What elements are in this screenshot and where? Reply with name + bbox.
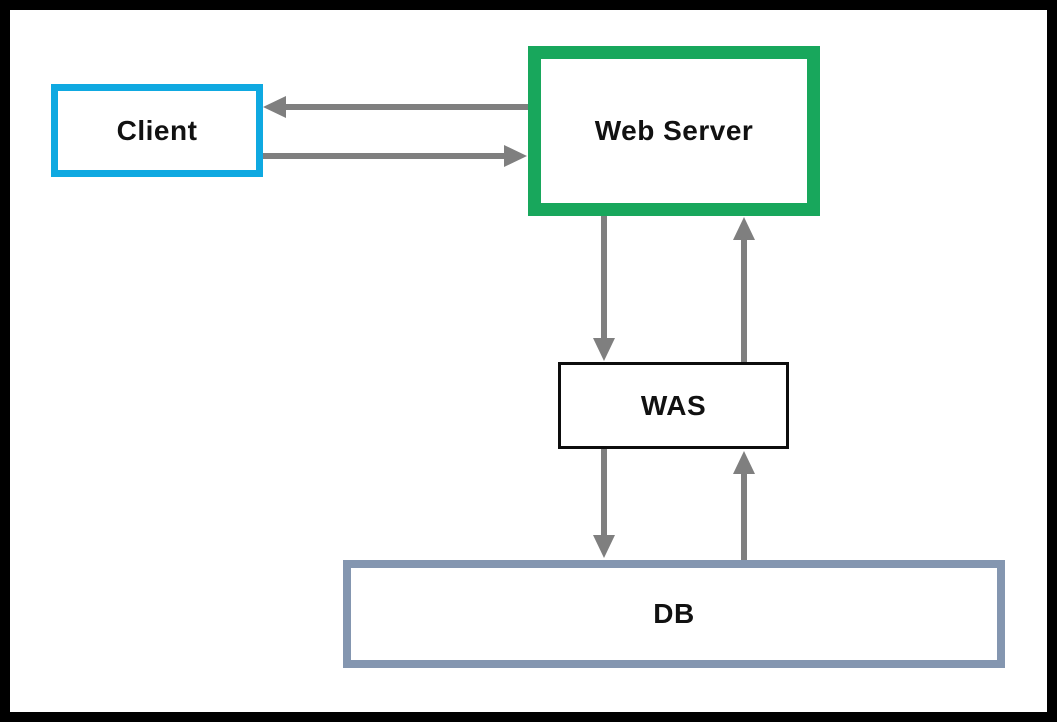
node-web-server: Web Server [528,46,820,216]
node-db: DB [343,560,1005,668]
node-was: WAS [558,362,789,449]
node-web-server-label: Web Server [594,115,754,146]
arrow-webserver-to-was [593,216,615,361]
arrow-webserver-to-client [263,96,528,118]
arrow-was-to-webserver [733,217,755,362]
arrow-db-to-was [733,451,755,560]
node-client: Client [51,84,263,177]
node-db-label: DB [653,598,695,629]
node-was-label: WAS [640,389,707,421]
arrow-client-to-webserver [262,145,527,167]
node-client-label: Client [116,114,198,146]
arrow-was-to-db [593,449,615,558]
